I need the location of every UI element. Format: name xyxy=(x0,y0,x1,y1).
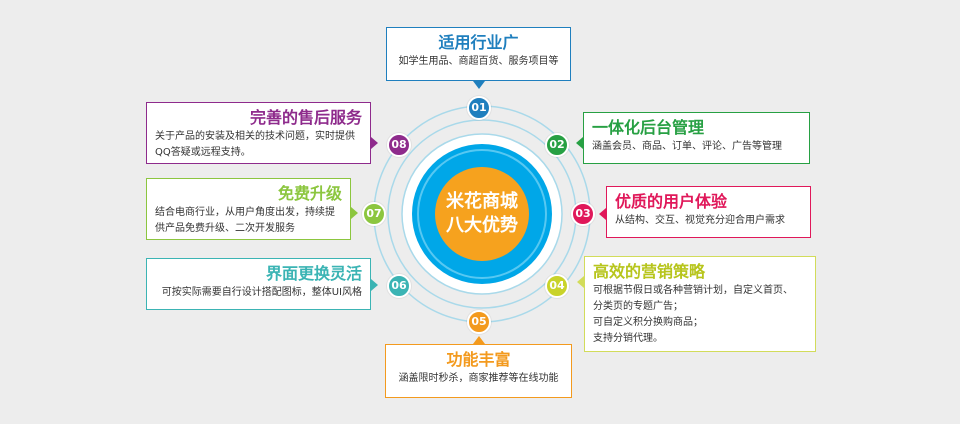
item-04-box: 高效的营销策略 可根据节假日或各种营销计划，自定义首页、 分类页的专题广告； 可… xyxy=(584,256,816,352)
item-08-desc-2: QQ答疑或远程支持。 xyxy=(155,147,251,158)
item-05-desc: 涵盖限时秒杀，商家推荐等在线功能 xyxy=(398,373,559,384)
item-03-pointer xyxy=(599,208,606,220)
center-line-1: 米花商城 xyxy=(446,191,518,212)
item-08-desc-1: 关于产品的安装及相关的技术问题，实时提供 xyxy=(155,131,355,142)
item-02-title: 一体化后台管理 xyxy=(592,118,705,137)
item-02-pointer xyxy=(576,137,583,149)
item-03-badge: 03 xyxy=(571,202,595,226)
item-06-box: 界面更换灵活 可按实际需要自行设计搭配图标，整体UI风格 xyxy=(146,258,371,310)
disc-highlight xyxy=(417,149,547,279)
item-06-badge: 06 xyxy=(387,274,411,298)
item-02-box: 一体化后台管理 涵盖会员、商品、订单、评论、广告等管理 xyxy=(583,112,810,164)
item-07-title: 免费升级 xyxy=(277,184,342,203)
item-04-desc-4: 支持分销代理。 xyxy=(593,333,663,344)
item-01-pointer xyxy=(473,81,485,89)
item-05-title: 功能丰富 xyxy=(446,350,511,369)
center-title: 米花商城 八大优势 xyxy=(433,190,531,238)
item-03-desc: 从结构、交互、视觉充分迎合用户需求 xyxy=(615,215,785,226)
item-04-desc-1: 可根据节假日或各种营销计划，自定义首页、 xyxy=(593,285,793,296)
item-06-title: 界面更换灵活 xyxy=(265,264,362,283)
item-07-desc-1: 结合电商行业，从用户角度出发，持续提 xyxy=(155,207,335,218)
item-06-desc: 可按实际需要自行设计搭配图标，整体UI风格 xyxy=(161,287,362,298)
item-07-pointer xyxy=(351,207,358,219)
item-01-title: 适用行业广 xyxy=(438,33,519,52)
item-04-badge: 04 xyxy=(545,274,569,298)
item-04-pointer xyxy=(577,276,584,288)
item-08-badge: 08 xyxy=(387,133,411,157)
item-02-badge: 02 xyxy=(545,133,569,157)
item-04-title: 高效的营销策略 xyxy=(593,262,706,281)
item-01-box: 适用行业广 如学生用品、商超百货、服务项目等 xyxy=(386,27,571,81)
item-04-desc-3: 可自定义积分换购商品； xyxy=(593,317,703,328)
orange-core xyxy=(435,167,529,261)
item-08-box: 完善的售后服务 关于产品的安装及相关的技术问题，实时提供 QQ答疑或远程支持。 xyxy=(146,102,371,164)
item-07-desc-2: 供产品免费升级、二次开发服务 xyxy=(155,223,295,234)
item-05-pointer xyxy=(473,336,485,344)
item-06-pointer xyxy=(371,279,378,291)
item-07-badge: 07 xyxy=(362,202,386,226)
item-05-box: 功能丰富 涵盖限时秒杀，商家推荐等在线功能 xyxy=(385,344,572,398)
item-01-desc: 如学生用品、商超百货、服务项目等 xyxy=(398,56,559,67)
item-07-box: 免费升级 结合电商行业，从用户角度出发，持续提 供产品免费升级、二次开发服务 xyxy=(146,178,351,240)
item-03-title: 优质的用户体验 xyxy=(615,192,728,211)
center-line-2: 八大优势 xyxy=(446,215,518,236)
item-08-pointer xyxy=(371,137,378,149)
item-04-desc-2: 分类页的专题广告； xyxy=(593,301,683,312)
item-02-desc: 涵盖会员、商品、订单、评论、广告等管理 xyxy=(592,141,782,152)
item-03-box: 优质的用户体验 从结构、交互、视觉充分迎合用户需求 xyxy=(606,186,811,238)
item-01-badge: 01 xyxy=(467,96,491,120)
item-05-badge: 05 xyxy=(467,310,491,334)
item-08-title: 完善的售后服务 xyxy=(249,108,362,127)
